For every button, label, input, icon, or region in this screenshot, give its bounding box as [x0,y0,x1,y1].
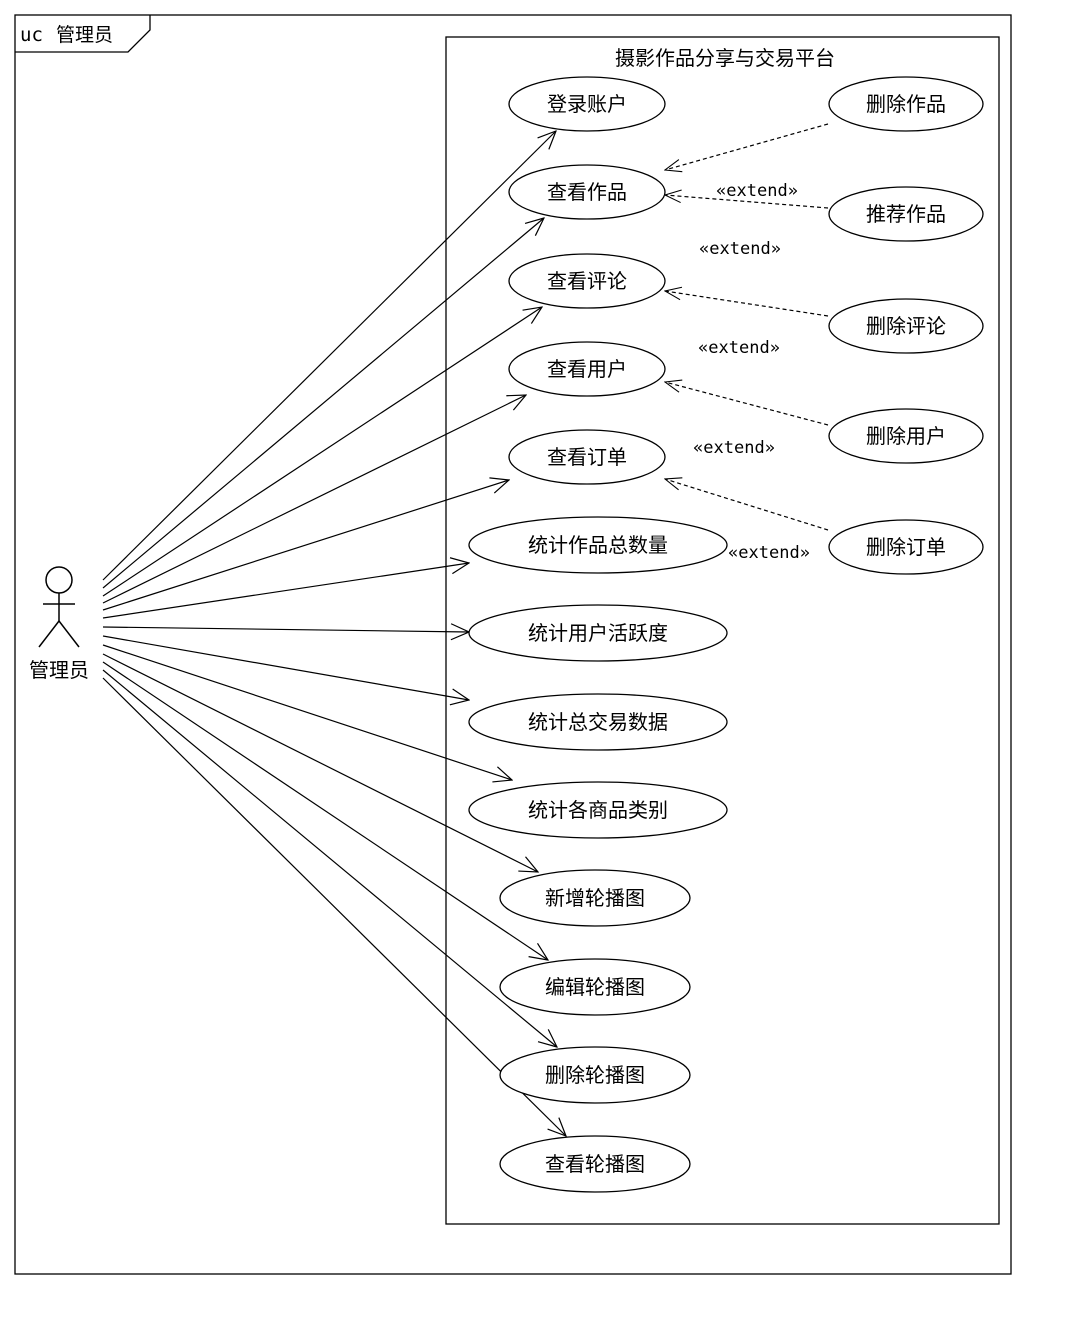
diagram-frame [14,14,1012,1275]
association-view-users [102,395,526,604]
frame-keyword: uc [20,24,43,46]
association-stat-works [102,563,469,619]
use-case-delete-banner[interactable] [499,1046,691,1104]
use-case-label: 查看轮播图 [545,1152,645,1176]
use-case-edit-banner[interactable] [499,958,691,1016]
extend-delete-user [665,382,829,426]
frame-tab [15,15,151,53]
use-case-delete-user[interactable] [828,408,984,464]
association-view-orders [102,480,509,611]
use-case-label: 统计各商品类别 [528,798,668,822]
use-case-view-users[interactable] [508,341,666,397]
association-edit-banner [102,661,548,960]
use-case-label: 推荐作品 [866,202,946,226]
use-case-stat-works[interactable] [468,516,728,574]
use-case-label: 删除评论 [866,314,946,338]
frame-name: 管理员 [56,24,113,46]
use-case-label: 编辑轮播图 [545,975,645,999]
actor-figure [38,566,80,648]
extend-label: «extend» [698,338,780,358]
extend-label: «extend» [728,543,810,563]
extend-delete-work [665,123,829,170]
use-case-login[interactable] [508,76,666,132]
extend-delete-order [665,479,829,531]
association-stat-trade [102,635,469,700]
extend-relations [665,123,829,531]
extend-delete-comment [665,291,829,317]
association-login [102,131,556,581]
use-case-delete-work[interactable] [828,76,984,132]
association-view-comments [102,307,542,597]
use-case-stat-trade[interactable] [468,693,728,751]
use-case-label: 登录账户 [547,92,627,116]
use-case-label: 新增轮播图 [545,886,645,910]
use-case-view-comments[interactable] [508,253,666,309]
use-case-view-orders[interactable] [508,429,666,485]
system-title: 摄影作品分享与交易平台 [615,46,835,70]
use-case-add-banner[interactable] [499,869,691,927]
extend-label: «extend» [699,239,781,259]
association-stat-category [102,644,512,780]
use-case-label: 查看订单 [547,445,627,469]
use-case-delete-comment[interactable] [828,298,984,354]
use-case-stat-category[interactable] [468,781,728,839]
use-case-view-works[interactable] [508,164,666,220]
use-case-label: 删除作品 [866,92,946,116]
association-stat-activity [102,627,469,632]
association-view-banner [102,677,566,1136]
use-case-label: 统计总交易数据 [528,710,668,734]
associations [102,131,566,1136]
use-case-label: 删除轮播图 [545,1063,645,1087]
actor-label: 管理员 [29,658,89,682]
association-delete-banner [102,669,557,1047]
use-case-label: 删除用户 [866,424,946,448]
extend-recommend-work [665,195,829,209]
use-case-label: 查看评论 [547,269,627,293]
use-case-label: 删除订单 [866,535,946,559]
use-case-label: 查看用户 [547,357,627,381]
use-case-view-banner[interactable] [499,1135,691,1193]
system-boundary [445,36,1000,1225]
association-add-banner [102,653,538,872]
use-case-recommend-work[interactable] [828,186,984,242]
use-case-label: 查看作品 [547,180,627,204]
extend-label: «extend» [693,438,775,458]
association-view-works [102,218,544,589]
use-case-label: 统计用户活跃度 [528,621,668,645]
use-case-stat-activity[interactable] [468,604,728,662]
use-case-delete-order[interactable] [828,519,984,575]
use-case-label: 统计作品总数量 [528,533,668,557]
extend-label: «extend» [716,181,798,201]
